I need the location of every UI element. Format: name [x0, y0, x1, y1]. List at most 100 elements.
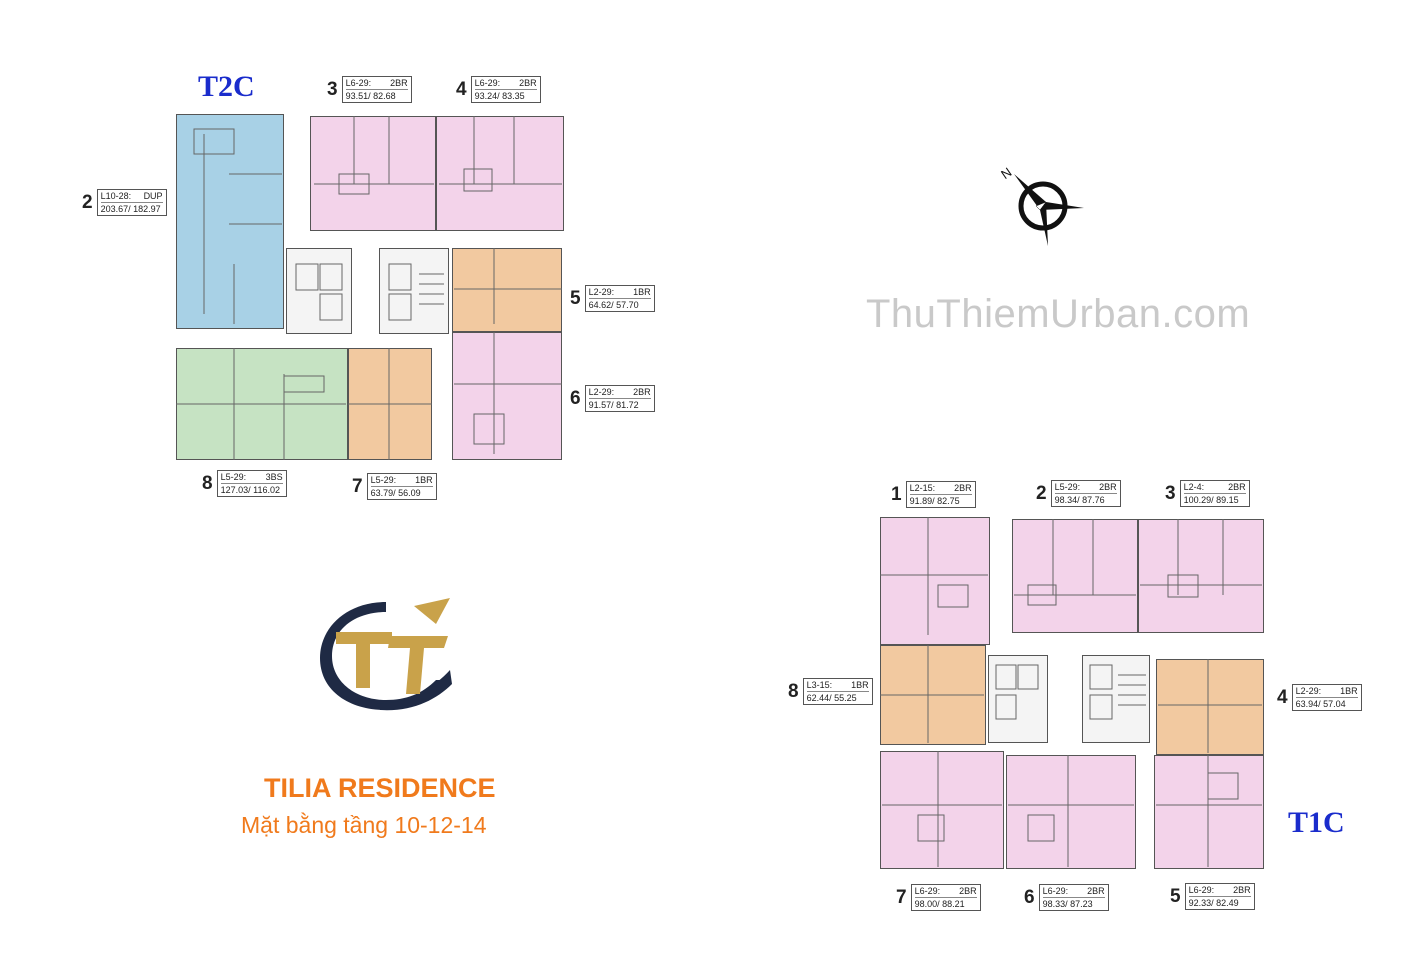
unit-info-box: L2-15:2BR 91.89/ 82.75: [905, 481, 976, 508]
t1c-unit-2-area[interactable]: [1012, 519, 1138, 633]
watermark-text: ThuThiemUrban.com: [866, 292, 1251, 336]
t2c-unit-6-area[interactable]: [452, 332, 562, 460]
compass-icon: N: [998, 164, 1084, 246]
unit-area: 98.33/ 87.23: [1042, 897, 1105, 909]
unit-type: 2BR: [1087, 886, 1105, 896]
brand-title: TILIA RESIDENCE: [264, 773, 496, 803]
unit-info-box: L10-28:DUP 203.67/ 182.97: [96, 189, 167, 216]
unit-code: L2-29:: [588, 387, 615, 397]
t2c-unit-8-tag: 8 L5-29: 3BS 127.03/ 116.02: [202, 470, 287, 497]
t2c-unit-3-tag: 3 L6-29: 2BR 93.51/ 82.68: [327, 76, 412, 103]
unit-area: 62.44/ 55.25: [806, 691, 869, 703]
t1c-unit-5-tag: 5 L6-29: 2BR 92.33/ 82.49: [1170, 883, 1255, 910]
t2c-unit-2-tag: 2 L10-28:DUP 203.67/ 182.97: [82, 189, 167, 216]
unit-type: 2BR: [633, 387, 651, 397]
t1c-unit-6-area[interactable]: [1006, 755, 1136, 869]
unit-code: L6-29:: [914, 886, 941, 896]
brand-subtitle: Mặt bằng tầng 10-12-14: [241, 812, 487, 838]
unit-info-box: L2-29: 1BR 63.94/ 57.04: [1291, 684, 1362, 711]
unit-type: 1BR: [1340, 686, 1358, 696]
unit-info-box: L6-29: 2BR 92.33/ 82.49: [1184, 883, 1255, 910]
unit-info-box: L6-29:2BR 93.24/ 83.35: [470, 76, 541, 103]
unit-info-box: L2-29: 2BR 91.57/ 81.72: [584, 385, 655, 412]
unit-type: 1BR: [851, 680, 869, 690]
unit-area: 93.51/ 82.68: [345, 89, 408, 101]
t1c-unit-7-tag: 7 L6-29:2BR 98.00/ 88.21: [896, 884, 981, 911]
t1c-floor-plan: [878, 515, 1266, 871]
t1c-unit-5-area[interactable]: [1154, 755, 1264, 869]
unit-area: 91.57/ 81.72: [588, 398, 651, 410]
t1c-unit-4-area[interactable]: [1156, 659, 1264, 755]
unit-code: L10-28:: [100, 191, 132, 201]
unit-number: 5: [1170, 885, 1181, 907]
t1c-unit-7-area[interactable]: [880, 751, 1004, 869]
unit-code: L2-15:: [909, 483, 936, 493]
unit-type: 2BR: [390, 78, 408, 88]
unit-number: 7: [352, 475, 363, 497]
t2c-wall-details: [176, 116, 562, 460]
unit-code: L5-29:: [1054, 482, 1081, 492]
unit-info-box: L2-29: 1BR 64.62/ 57.70: [584, 285, 655, 312]
unit-number: 2: [1036, 482, 1047, 504]
unit-type: 3BS: [265, 472, 283, 482]
t1c-unit-3-tag: 3 L2-4:2BR 100.29/ 89.15: [1165, 480, 1250, 507]
unit-type: 2BR: [954, 483, 972, 493]
t2c-unit-3-area[interactable]: [310, 116, 436, 231]
tower-label-t2c: T2C: [198, 70, 255, 103]
unit-info-box: L6-29: 2BR 93.51/ 82.68: [341, 76, 412, 103]
t2c-unit-7-tag: 7 L5-29: 1BR 63.79/ 56.09: [352, 473, 437, 500]
t1c-unit-3-area[interactable]: [1138, 519, 1264, 633]
unit-info-box: L3-15:1BR 62.44/ 55.25: [802, 678, 873, 705]
t1c-unit-6-tag: 6 L6-29: 2BR 98.33/ 87.23: [1024, 884, 1109, 911]
unit-number: 7: [896, 886, 907, 908]
t1c-unit-8-tag: 8 L3-15:1BR 62.44/ 55.25: [788, 678, 873, 705]
unit-type: 1BR: [633, 287, 651, 297]
unit-number: 6: [570, 387, 581, 409]
unit-info-box: L6-29:2BR 98.00/ 88.21: [910, 884, 981, 911]
unit-number: 3: [327, 78, 338, 100]
unit-code: L2-29:: [588, 287, 615, 297]
unit-area: 63.79/ 56.09: [370, 486, 433, 498]
t2c-floor-plan: [174, 114, 564, 462]
unit-area: 127.03/ 116.02: [220, 483, 283, 495]
unit-area: 64.62/ 57.70: [588, 298, 651, 310]
unit-number: 8: [202, 472, 213, 494]
unit-type: 2BR: [1228, 482, 1246, 492]
unit-code: L6-29:: [1042, 886, 1069, 896]
unit-info-box: L5-29: 2BR 98.34/ 87.76: [1050, 480, 1121, 507]
unit-number: 6: [1024, 886, 1035, 908]
unit-type: 2BR: [1233, 885, 1251, 895]
unit-number: 2: [82, 191, 93, 213]
t2c-unit-4-area[interactable]: [436, 116, 564, 231]
unit-area: 203.67/ 182.97: [100, 202, 163, 214]
unit-code: L2-29:: [1295, 686, 1322, 696]
unit-area: 63.94/ 57.04: [1295, 697, 1358, 709]
t2c-unit-6-tag: 6 L2-29: 2BR 91.57/ 81.72: [570, 385, 655, 412]
t1c-core-right: [1082, 655, 1150, 743]
unit-code: L5-29:: [220, 472, 247, 482]
unit-area: 98.00/ 88.21: [914, 897, 977, 909]
unit-number: 4: [1277, 686, 1288, 708]
t2c-unit-5-area[interactable]: [452, 248, 562, 332]
unit-number: 3: [1165, 482, 1176, 504]
unit-code: L6-29:: [1188, 885, 1215, 895]
unit-number: 5: [570, 287, 581, 309]
unit-area: 93.24/ 83.35: [474, 89, 537, 101]
unit-type: 2BR: [1099, 482, 1117, 492]
unit-code: L5-29:: [370, 475, 397, 485]
unit-code: L6-29:: [474, 78, 501, 88]
unit-code: L6-29:: [345, 78, 372, 88]
compass-north-label: N: [998, 164, 1014, 182]
t1c-unit-2-tag: 2 L5-29: 2BR 98.34/ 87.76: [1036, 480, 1121, 507]
t1c-unit-4-tag: 4 L2-29: 1BR 63.94/ 57.04: [1277, 684, 1362, 711]
unit-type: 1BR: [415, 475, 433, 485]
unit-info-box: L6-29: 2BR 98.33/ 87.23: [1038, 884, 1109, 911]
unit-info-box: L5-29: 3BS 127.03/ 116.02: [216, 470, 287, 497]
unit-info-box: L5-29: 1BR 63.79/ 56.09: [366, 473, 437, 500]
unit-area: 92.33/ 82.49: [1188, 896, 1251, 908]
t1c-unit-1-area[interactable]: [880, 517, 990, 645]
t2c-unit-5-tag: 5 L2-29: 1BR 64.62/ 57.70: [570, 285, 655, 312]
t1c-unit-1-tag: 1 L2-15:2BR 91.89/ 82.75: [891, 481, 976, 508]
unit-area: 98.34/ 87.76: [1054, 493, 1117, 505]
unit-number: 8: [788, 680, 799, 702]
